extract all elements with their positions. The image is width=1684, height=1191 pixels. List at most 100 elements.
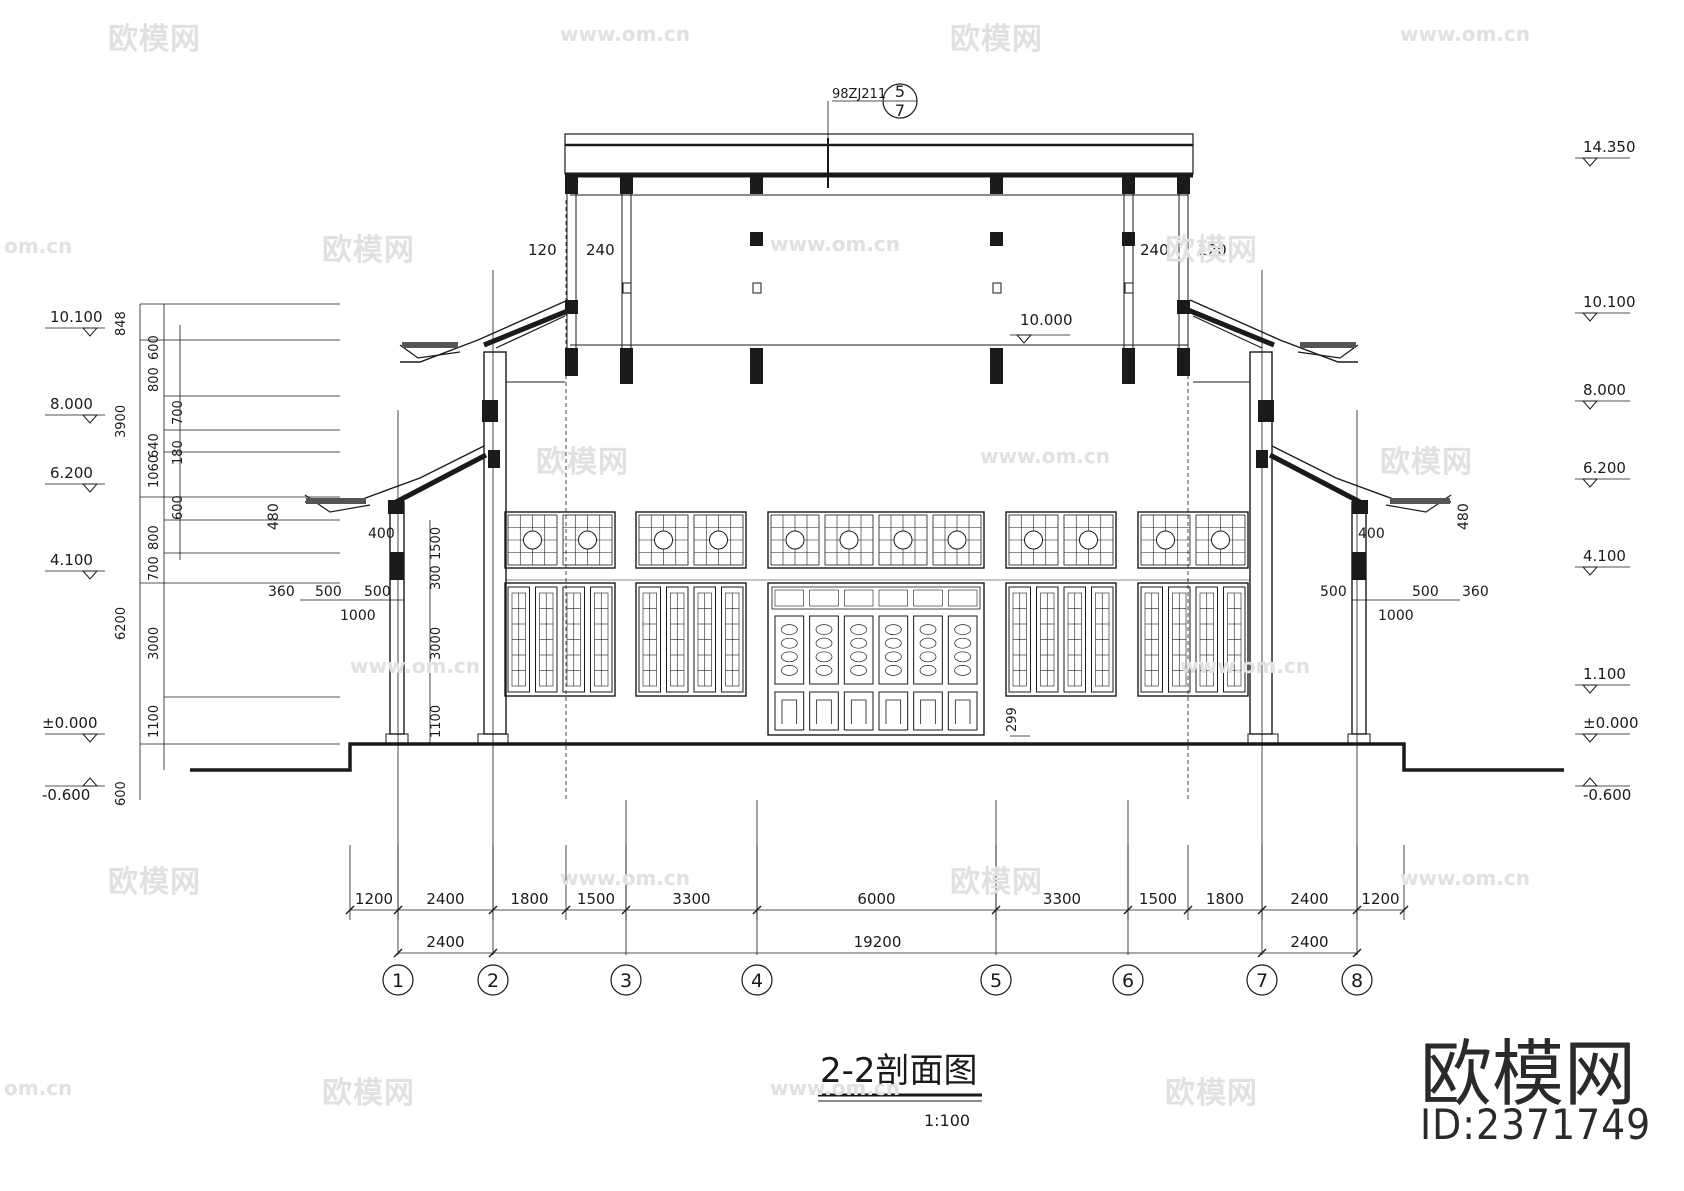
dim-tick-mark: [393, 905, 403, 915]
lattice-transom: [767, 511, 985, 569]
dim-tick-mark: [991, 905, 1001, 915]
dim-text: 600: [147, 335, 162, 360]
detail-sheet: 7: [895, 101, 905, 120]
dim-tick-mark: [393, 948, 403, 958]
dim-tick-mark: [1257, 948, 1267, 958]
axis-bubble: [741, 964, 773, 996]
elev-left-label: 10.100: [50, 308, 103, 326]
detail-code: 98ZJ211: [832, 87, 886, 102]
dim-text: 3300: [672, 890, 710, 908]
lattice-transom: [1005, 511, 1117, 569]
elev-left-label: 8.000: [50, 395, 93, 413]
dim-tick-mark: [1257, 905, 1267, 915]
dim-text: 1500: [577, 890, 615, 908]
bottom-dims-row2: 2400 19200 2400: [393, 933, 1362, 958]
elev-right-label: 8.000: [1583, 381, 1626, 399]
dim-text: 299: [1005, 707, 1020, 732]
axis-grid-lines: [397, 200, 1358, 955]
dim-text: 848: [114, 311, 129, 336]
axis-label: 7: [1256, 970, 1268, 992]
elev-left-label: 4.100: [50, 551, 93, 569]
dim-text: 700: [147, 556, 162, 581]
dim-text: 500: [315, 584, 342, 600]
elevation-labels-left: 10.100 8.000 6.200 4.100 ±0.000 -0.600: [42, 308, 103, 804]
elevation-triangles: [81, 157, 1599, 787]
dim-text: 800: [147, 367, 162, 392]
upper-post-lines: [566, 176, 1189, 384]
dim-text: 800: [147, 525, 162, 550]
axis-label: 5: [990, 970, 1002, 992]
elev-left-label: 6.200: [50, 464, 93, 482]
upper-posts: [565, 176, 1190, 384]
dim-text: 700: [171, 400, 186, 425]
dim-text: 480: [1456, 503, 1472, 530]
dim-tick-mark: [752, 905, 762, 915]
dim-text: 6000: [857, 890, 895, 908]
ground-line: [190, 742, 1564, 772]
elev-right-label: 4.100: [1583, 547, 1626, 565]
dim-text: 300: [429, 565, 444, 590]
dim-text: 19200: [854, 933, 902, 951]
drawing-title-block: 2-2剖面图 1:100: [818, 1051, 982, 1130]
eave-tiles: [306, 342, 1450, 504]
elev-right-label: 14.350: [1583, 138, 1636, 156]
dim-text: 240: [586, 241, 615, 259]
left-dimension-texts: 848 3900 6200 600 800 600 1060 640 700 8…: [114, 311, 444, 806]
dim-text: 2400: [1290, 933, 1328, 951]
central-door: [767, 582, 985, 736]
dim-text: 640: [147, 433, 162, 458]
dim-text: 1800: [510, 890, 548, 908]
dim-text: 2400: [426, 933, 464, 951]
wall-dimension-texts: 120 240 240 120: [528, 241, 1227, 259]
elev-right-label: 1.100: [1583, 665, 1626, 683]
detail-reference: 98ZJ211 5 7: [827, 82, 918, 138]
dim-text: 6200: [114, 607, 129, 640]
elev-left-label: ±0.000: [42, 714, 98, 732]
elev-right-label: -0.600: [1583, 786, 1631, 804]
lattice-transom: [504, 511, 616, 569]
dim-text: 3000: [147, 627, 162, 660]
axis-bubble: [1341, 964, 1373, 996]
axis-label: 2: [487, 970, 499, 992]
drawing-title: 2-2剖面图: [820, 1051, 978, 1091]
axis-label: 6: [1122, 970, 1134, 992]
dim-tick-mark: [488, 948, 498, 958]
dim-tick-mark: [561, 905, 571, 915]
dim-tick-mark: [1399, 905, 1409, 915]
lattice-door: [504, 582, 616, 697]
elevation-labels-right: 14.350 10.100 8.000 6.200 4.100 1.100 ±0…: [1583, 138, 1639, 804]
dim-text: 120: [1198, 241, 1227, 259]
axis-label: 4: [751, 970, 763, 992]
eaves: [304, 299, 1452, 513]
dim-text: 2400: [1290, 890, 1328, 908]
lattice-transom: [1137, 511, 1249, 569]
eave-dimension-texts: 480 400 360 500 500 1000 480 400 500 500…: [266, 503, 1489, 624]
dim-text: 3900: [114, 405, 129, 438]
dim-text: 1000: [1378, 608, 1414, 624]
dim-text: 1000: [340, 608, 376, 624]
axis-bubble: [1112, 964, 1144, 996]
drawing-scale: 1:100: [924, 1111, 970, 1130]
axis-bubble: [382, 964, 414, 996]
dim-tick-mark: [488, 905, 498, 915]
dim-text: 600: [171, 495, 186, 520]
dim-text: 1200: [355, 890, 393, 908]
dim-text: 120: [528, 241, 557, 259]
upper-roof: [564, 133, 1194, 346]
dim-text: 400: [1358, 526, 1385, 542]
dim-text: 180: [171, 440, 186, 465]
lattice-door: [635, 582, 747, 697]
axis-label: 1: [392, 970, 404, 992]
elev-left-label: -0.600: [42, 786, 90, 804]
dim-text: 600: [114, 781, 129, 806]
dim-text: 2400: [426, 890, 464, 908]
dim-text: 480: [266, 503, 282, 530]
detail-num: 5: [895, 82, 905, 101]
axis-bubble: [610, 964, 642, 996]
model-id: ID:2371749: [1420, 1100, 1652, 1149]
elev-right-label: ±0.000: [1583, 714, 1639, 732]
dimension-lines: [45, 157, 1630, 954]
dim-text: 500: [1320, 584, 1347, 600]
